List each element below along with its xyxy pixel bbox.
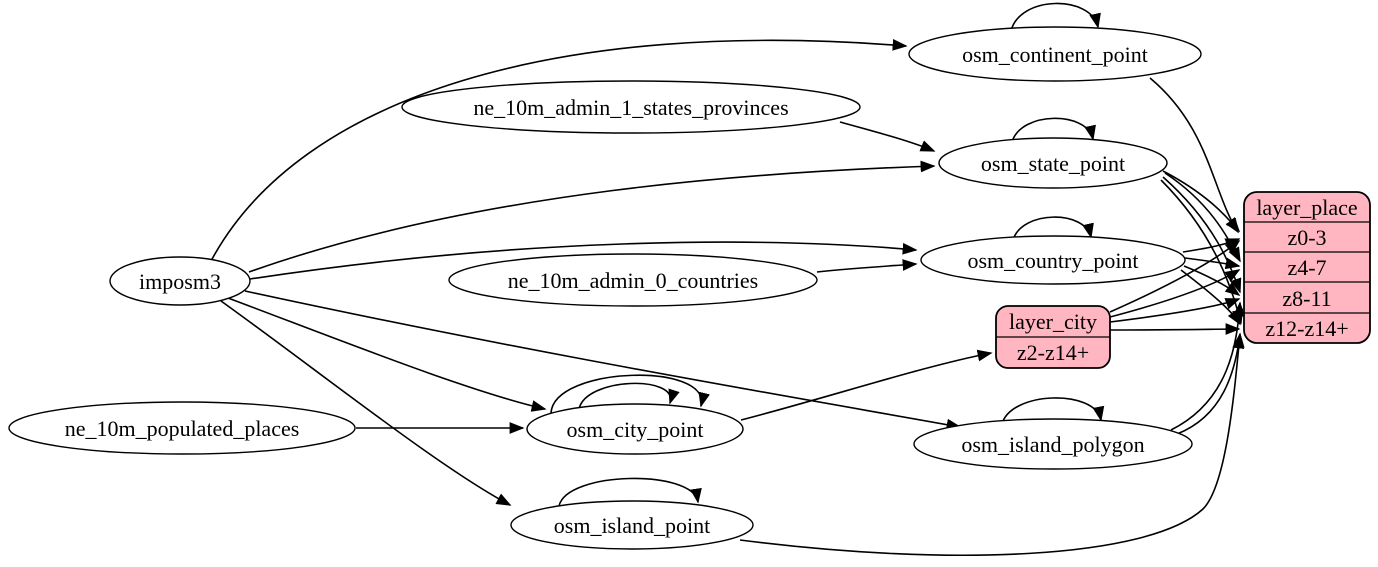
edge-layer_city-layer_place-z12-z14 [1109,323,1241,335]
layer_place-row-z8-11: z8-11 [1282,286,1331,311]
edge-osm_state_point-layer_place-z0-3 [1162,170,1241,233]
layer_place-box [1243,191,1371,344]
osm_city_point-shape [526,403,744,455]
osm_island_polygon-shape [913,418,1193,470]
ne_10m_populated_places-label: ne_10m_populated_places [65,416,300,441]
self-loop-osm_city_point-outer [550,374,710,414]
ne_10m_admin_1_states_provinces-label: ne_10m_admin_1_states_provinces [473,95,788,120]
node-osm_state_point: osm_state_point [938,137,1168,189]
edge-layer_city-layer_place-z0-3 [1109,239,1241,313]
ne_10m_populated_places-shape [8,401,356,455]
node-osm_island_point: osm_island_point [510,500,754,550]
edge-ne_10m_admin_0_countries-osm_country_point [816,259,918,273]
imposm3-shape [109,256,251,306]
edge-imposm3-osm_country_point [249,241,918,280]
osm_country_point-shape [920,235,1186,285]
self-loop-osm_state_point [1011,117,1096,143]
edge-osm_island_polygon-layer_place-z8-11 [1170,301,1245,431]
osm_city_point-label: osm_city_point [567,417,704,442]
ne_10m_admin_0_countries-label: ne_10m_admin_0_countries [508,268,759,293]
osm_country_point-label: osm_country_point [967,248,1138,273]
layer_city-row-z2-z14: z2-z14+ [1017,340,1089,365]
node-imposm3: imposm3 [109,256,251,306]
edge-osm_continent_point-layer_place-z0-3 [1149,77,1239,234]
record-layer_place: layer_place z0-3 z4-7 z8-11 z12-z14+ [1243,191,1371,344]
edge-osm_city_point-layer_city [740,349,993,421]
node-osm_island_polygon: osm_island_polygon [913,418,1193,470]
layer_place-row-z0-3: z0-3 [1287,225,1326,250]
self-loop-group [550,2,1105,507]
ne_10m_admin_1_states_provinces-shape [401,80,861,134]
edge-imposm3-osm_city_point [227,297,547,412]
self-loop-osm_island_point [558,477,702,507]
edge-imposm3-osm_island_point [220,300,512,506]
node-osm_country_point: osm_country_point [920,235,1186,285]
osm_island_polygon-label: osm_island_polygon [961,432,1144,457]
edge-osm_island_point-layer_place-z12-z14 [739,332,1245,556]
edge-layer_city-layer_place-z4-7 [1109,269,1241,318]
layer_place-row-z12-z14: z12-z14+ [1265,316,1348,341]
edge-imposm3-osm_island_polygon [244,290,962,431]
edge-imposm3-osm_continent_point [210,39,908,262]
osm_continent_point-shape [908,26,1202,82]
record-layer_city: layer_city z2-z14+ [995,305,1111,369]
node-ne_10m_admin_0_countries: ne_10m_admin_0_countries [448,253,818,307]
self-loop-osm_city_point-inner [578,382,680,410]
ne_10m_admin_0_countries-shape [448,253,818,307]
osm_state_point-shape [938,137,1168,189]
edge-ne_10m_admin_1_states_provinces-osm_state_point [839,121,936,152]
layer_city-header: layer_city [1009,309,1097,334]
osm_state_point-label: osm_state_point [981,151,1125,176]
node-ne_10m_populated_places: ne_10m_populated_places [8,401,356,455]
imposm3-label: imposm3 [139,269,221,294]
edge-osm_country_point-layer_place-z8-11 [1183,265,1241,296]
layer_place-row-z4-7: z4-7 [1287,255,1326,280]
node-osm_continent_point: osm_continent_point [908,26,1202,82]
osm_island_point-shape [510,500,754,550]
self-loop-osm_continent_point [1010,2,1101,32]
edge-osm_country_point-layer_place-z4-7 [1184,257,1241,270]
layer_place-header: layer_place [1256,195,1357,220]
self-loop-osm_island_polygon [1001,397,1105,425]
edge-layer_city-layer_place-z8-11 [1109,298,1241,323]
node-osm_city_point: osm_city_point [526,403,744,455]
node-ne_10m_admin_1_states_provinces: ne_10m_admin_1_states_provinces [401,80,861,134]
self-loop-osm_country_point [1012,216,1094,241]
edge-group [210,39,1245,556]
osm_continent_point-label: osm_continent_point [962,42,1148,67]
osm_island_point-label: osm_island_point [554,513,710,538]
edge-imposm3-osm_state_point [248,160,936,273]
